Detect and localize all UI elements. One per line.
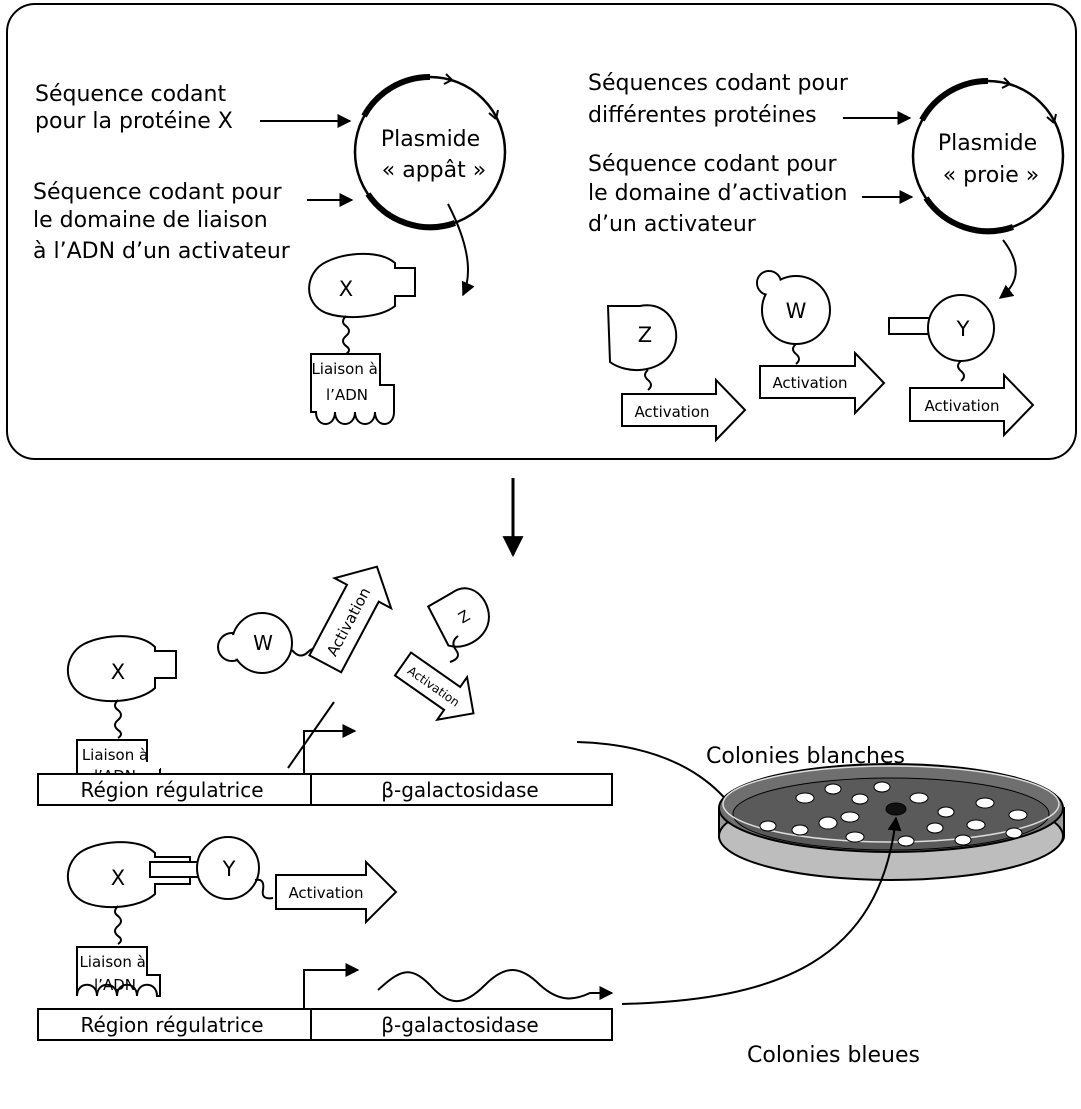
white-colony: [759, 781, 1028, 847]
case2-activation-domain: Activation: [275, 859, 398, 925]
protein-x-sequence-label: Séquence codant pour la protéine X: [35, 82, 233, 134]
bait-protein-x: X: [308, 252, 416, 318]
prey-z-linker: [644, 369, 652, 391]
svg-text:Z: Z: [638, 323, 652, 347]
blue-colony: [885, 802, 907, 816]
case1-x-linker: [114, 699, 122, 739]
bait-plasmid: [353, 73, 507, 231]
case2-x-linker: [114, 905, 122, 945]
prey-w-linker: [792, 343, 800, 365]
top-panel-frame: [6, 3, 1077, 460]
svg-text:Région régulatrice: Région régulatrice: [80, 1013, 263, 1037]
case1-block-mark: [287, 701, 335, 769]
prey-y-activation-domain: Activation: [909, 372, 1035, 438]
prey-expression-arrow: [998, 239, 1017, 299]
prey-protein-y: Y: [888, 294, 995, 362]
prey-plasmid-label: Plasmide « proie »: [938, 131, 1044, 188]
svg-text:W: W: [786, 299, 807, 323]
proteins-sequence-label: Séquences codant pour différentes protéi…: [588, 71, 855, 128]
case1-protein-x: X: [67, 635, 177, 703]
blue-colonies-label: Colonies bleues: [747, 1043, 920, 1068]
bait-plasmid-label: Plasmide « appât »: [381, 127, 487, 183]
svg-text:X: X: [339, 277, 353, 301]
svg-text:β-galactosidase: β-galactosidase: [381, 778, 538, 802]
prey-y-linker: [957, 360, 965, 382]
prey-z-activation-domain: Activation: [621, 377, 747, 443]
svg-text:X: X: [111, 660, 125, 684]
bait-linker: [342, 315, 350, 355]
case2-gene-bar: Région régulatrice β-galactosidase: [37, 1008, 613, 1041]
svg-text:W: W: [253, 631, 273, 655]
svg-text:Activation: Activation: [288, 884, 363, 902]
case1-protein-z: Z: [426, 587, 490, 648]
case2-promoter-arrow: [303, 963, 360, 1009]
case2-protein-x: X: [67, 841, 191, 909]
svg-text:Y: Y: [956, 317, 970, 341]
case1-w-activation-domain: Activation: [308, 565, 393, 674]
bait-expression-arrow: [447, 203, 475, 297]
svg-text:Activation: Activation: [924, 397, 999, 415]
case1-promoter-arrow: [303, 724, 357, 774]
case1-protein-w: W: [217, 612, 293, 674]
svg-text:β-galactosidase: β-galactosidase: [381, 1013, 538, 1037]
bait-dna-binding-domain: Liaison à l’ADN: [310, 353, 395, 425]
svg-text:Liaison à: Liaison à: [82, 746, 148, 764]
prey-protein-z: Z: [606, 304, 678, 372]
dbd-sequence-label: Séquence codant pour le domaine de liais…: [33, 180, 291, 264]
svg-text:Liaison à l’ADN: Liaison à l’ADN: [79, 953, 150, 994]
prey-plasmid: [911, 77, 1065, 235]
arrow-to-blue-colonies: [621, 816, 902, 1005]
svg-text:Activation: Activation: [634, 403, 709, 421]
case2-protein-y: Y: [149, 836, 260, 900]
case1-gene-bar: Région régulatrice β-galactosidase: [37, 773, 613, 806]
svg-text:Activation: Activation: [772, 374, 847, 392]
svg-text:Région régulatrice: Région régulatrice: [80, 778, 263, 802]
ad-sequence-label: Séquence codant pour le domaine d’activa…: [588, 152, 854, 237]
svg-text:X: X: [111, 866, 125, 890]
case2-y-linker: [254, 878, 274, 900]
case1-z-linker: [449, 635, 459, 663]
svg-text:Liaison à l’ADN: Liaison à l’ADN: [311, 360, 382, 404]
case1-z-activation-domain: Activation: [393, 651, 475, 722]
prey-w-activation-domain: Activation: [759, 350, 886, 416]
case2-dna-binding-domain: Liaison à l’ADN: [76, 946, 161, 997]
prey-protein-w: W: [756, 270, 831, 345]
svg-text:Y: Y: [222, 857, 236, 881]
case2-mrna: [377, 969, 614, 1003]
